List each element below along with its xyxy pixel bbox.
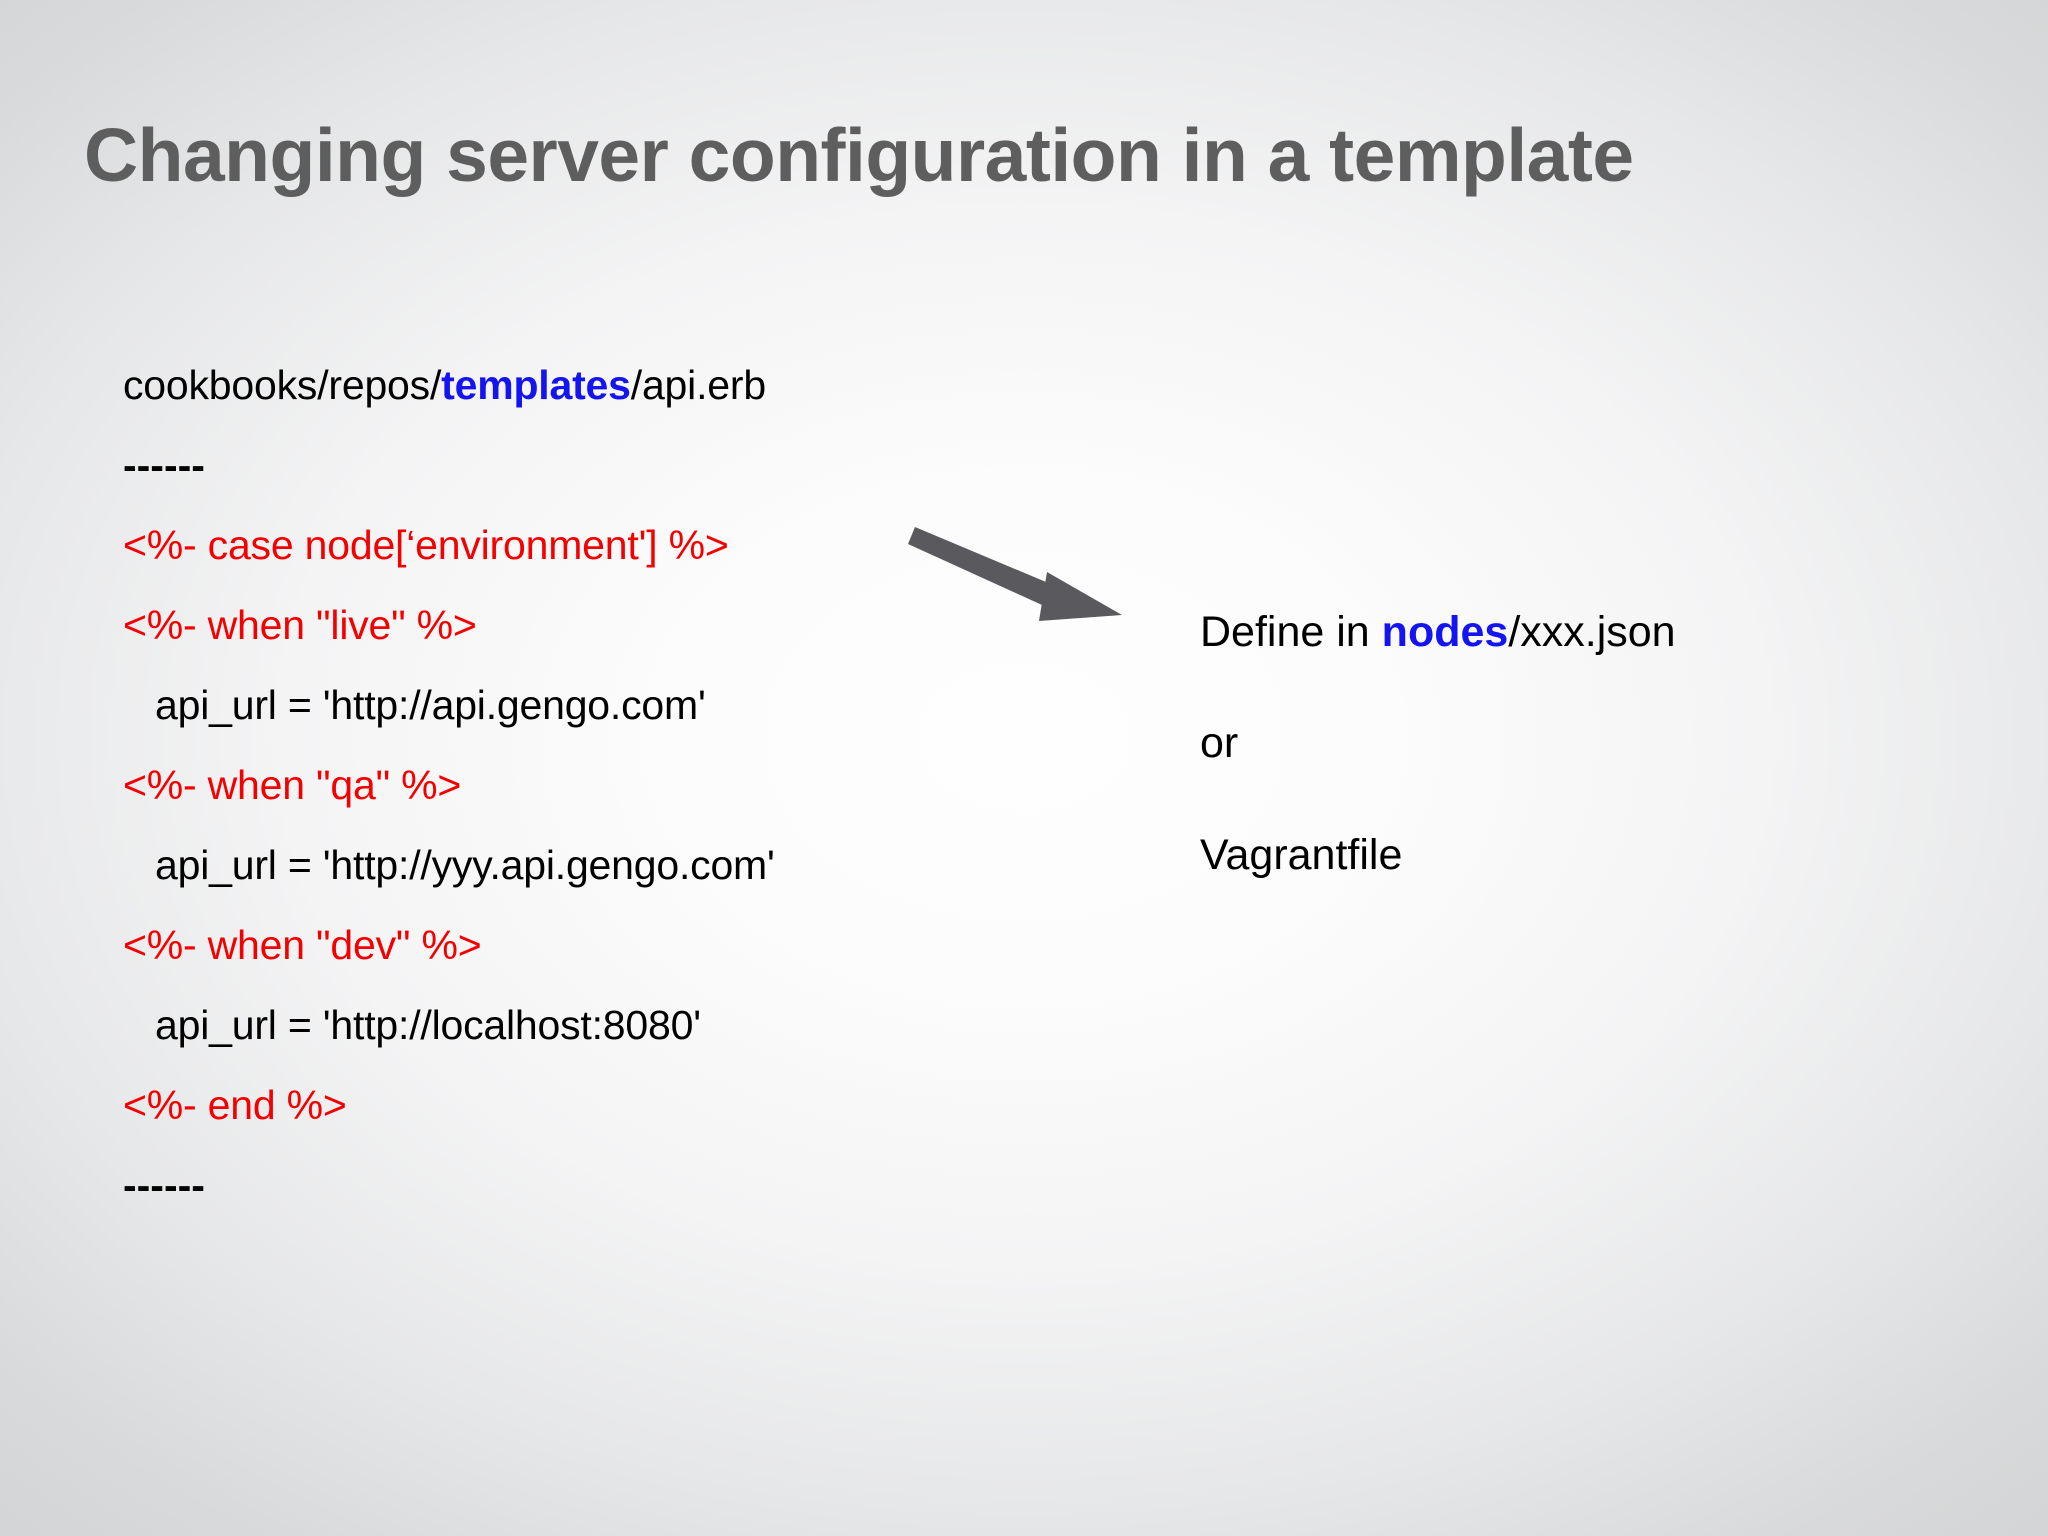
note-define-suffix: /xxx.json: [1508, 608, 1676, 656]
code-line-case: <%- case node[‘environment'] %>: [123, 522, 729, 568]
code-block: cookbooks/repos/templates/api.erb ------…: [123, 345, 1123, 1225]
code-line-api-url-dev: api_url = 'http://localhost:8080': [155, 1002, 701, 1048]
code-line-when-dev: <%- when "dev" %>: [123, 922, 482, 968]
note-define-prefix: Define in: [1200, 608, 1382, 656]
code-line-path: cookbooks/repos/templates/api.erb: [123, 345, 1123, 425]
note-define-in-nodes: Define in nodes/xxx.json: [1200, 608, 1960, 657]
code-line-api-url-live: api_url = 'http://api.gengo.com': [155, 682, 706, 728]
page-title: Changing server configuration in a templ…: [84, 113, 1634, 197]
code-line-api-url-qa: api_url = 'http://yyy.api.gengo.com': [155, 842, 775, 888]
code-divider-bottom: ------: [123, 1162, 205, 1208]
path-suffix: /api.erb: [630, 362, 766, 408]
code-line-when-qa: <%- when "qa" %>: [123, 762, 462, 808]
path-highlight-templates: templates: [441, 362, 631, 408]
notes-block: Define in nodes/xxx.json or Vagrantfile: [1200, 608, 1960, 880]
note-separator-or: or: [1200, 719, 1239, 768]
code-divider-top: ------: [123, 442, 205, 488]
note-highlight-nodes: nodes: [1381, 608, 1509, 656]
path-prefix: cookbooks/repos/: [123, 362, 442, 408]
note-alternative-vagrantfile: Vagrantfile: [1200, 830, 1403, 879]
code-line-end: <%- end %>: [123, 1082, 347, 1128]
code-line-when-live: <%- when "live" %>: [123, 602, 477, 648]
